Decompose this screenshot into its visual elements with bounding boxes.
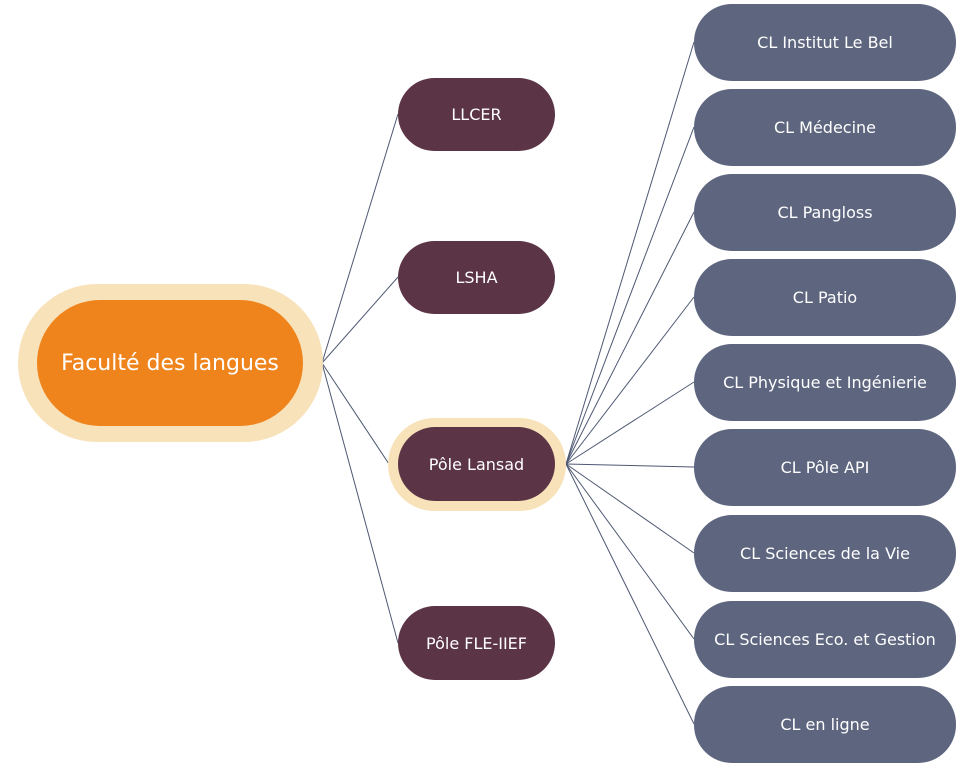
node-cl-physique-ingenierie[interactable]: CL Physique et Ingénierie bbox=[694, 344, 956, 421]
node-lsha-label: LSHA bbox=[455, 268, 498, 287]
connector-lansad-institut-le-bel bbox=[565, 41, 695, 465]
node-cl-pole-api[interactable]: CL Pôle API bbox=[694, 429, 956, 506]
node-cl-sciences-eco-gestion[interactable]: CL Sciences Eco. et Gestion bbox=[694, 601, 956, 678]
root-node-label: Faculté des langues bbox=[61, 350, 279, 376]
connector-lansad-en-ligne bbox=[565, 463, 695, 725]
connector-lansad-sciences-eco bbox=[565, 463, 695, 640]
node-llcer[interactable]: LLCER bbox=[398, 78, 555, 151]
node-cl-patio-label: CL Patio bbox=[792, 288, 858, 307]
node-cl-en-ligne-label: CL en ligne bbox=[780, 715, 870, 734]
node-cl-sciences-eco-gestion-label: CL Sciences Eco. et Gestion bbox=[714, 630, 936, 649]
node-cl-pangloss[interactable]: CL Pangloss bbox=[694, 174, 956, 251]
connector-lansad-physique bbox=[565, 381, 695, 465]
connector-root-fle bbox=[321, 362, 399, 644]
node-cl-patio[interactable]: CL Patio bbox=[694, 259, 956, 336]
node-cl-institut-le-bel[interactable]: CL Institut Le Bel bbox=[694, 4, 956, 81]
node-pole-lansad-label: Pôle Lansad bbox=[428, 454, 525, 474]
node-cl-sciences-vie-label: CL Sciences de la Vie bbox=[740, 544, 910, 563]
node-cl-physique-ingenierie-label: CL Physique et Ingénierie bbox=[723, 373, 927, 392]
node-cl-medecine-label: CL Médecine bbox=[773, 118, 877, 137]
node-cl-sciences-vie[interactable]: CL Sciences de la Vie bbox=[694, 515, 956, 592]
node-cl-medecine[interactable]: CL Médecine bbox=[694, 89, 956, 166]
node-cl-en-ligne[interactable]: CL en ligne bbox=[694, 686, 956, 763]
node-lsha[interactable]: LSHA bbox=[398, 241, 555, 314]
root-node[interactable]: Faculté des langues bbox=[37, 300, 303, 426]
node-llcer-label: LLCER bbox=[451, 105, 502, 124]
node-cl-pangloss-label: CL Pangloss bbox=[777, 203, 873, 222]
connector-lansad-pangloss bbox=[565, 211, 695, 465]
node-pole-fle-iief[interactable]: Pôle FLE-IIEF bbox=[398, 606, 555, 680]
connector-lansad-sciences-vie bbox=[565, 463, 695, 554]
connector-root-lansad bbox=[321, 362, 390, 465]
node-pole-fle-iief-label: Pôle FLE-IIEF bbox=[426, 633, 527, 653]
connector-lansad-pole-api bbox=[565, 463, 695, 468]
connector-root-llcer bbox=[321, 113, 399, 364]
connector-lansad-medecine bbox=[565, 126, 695, 465]
node-cl-pole-api-label: CL Pôle API bbox=[780, 458, 870, 477]
node-cl-institut-le-bel-label: CL Institut Le Bel bbox=[757, 33, 893, 52]
connector-root-lsha bbox=[321, 276, 399, 364]
connector-lansad-patio bbox=[565, 296, 695, 465]
node-pole-lansad[interactable]: Pôle Lansad bbox=[398, 427, 555, 501]
